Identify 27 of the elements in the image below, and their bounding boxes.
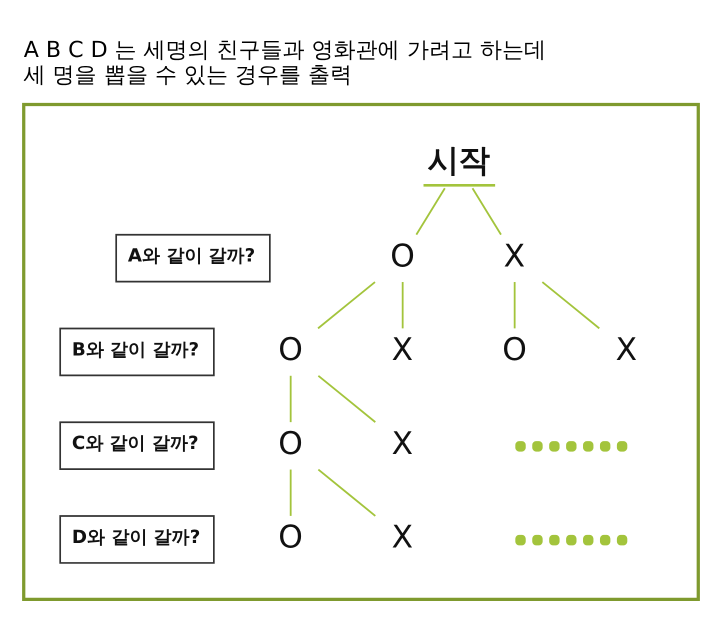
node-text: X — [616, 332, 638, 368]
node-text: 시작 — [427, 143, 490, 180]
connector — [514, 282, 516, 328]
node-text: X — [504, 238, 526, 274]
node-text: O — [278, 332, 303, 368]
connector — [416, 188, 446, 236]
node-text: X — [392, 520, 414, 556]
node-text: O — [278, 426, 303, 462]
connector — [290, 470, 292, 516]
node-text: X — [392, 426, 414, 462]
cluster — [22, 102, 700, 601]
node-text: O — [502, 332, 527, 368]
node-text: X — [392, 332, 414, 368]
node-text: O — [390, 238, 415, 274]
node-box: D와 같이 갈까? — [59, 515, 215, 564]
connector — [542, 281, 600, 330]
node-text: O — [278, 520, 303, 556]
connector — [290, 376, 292, 422]
node-box: C와 같이 갈까? — [59, 421, 215, 470]
connector — [318, 375, 376, 423]
node-box: B와 같이 갈까? — [59, 328, 215, 376]
connector — [472, 188, 502, 236]
diagram-title: A B C D 는 세명의 친구들과 영화관에 가려고 하는데 세 명을 뽑을 수 있는 경우를 출력 — [24, 37, 546, 88]
connector — [317, 281, 376, 330]
connector — [402, 282, 404, 328]
connector — [318, 468, 376, 517]
node-box: A와 같이 갈까? — [115, 234, 271, 282]
